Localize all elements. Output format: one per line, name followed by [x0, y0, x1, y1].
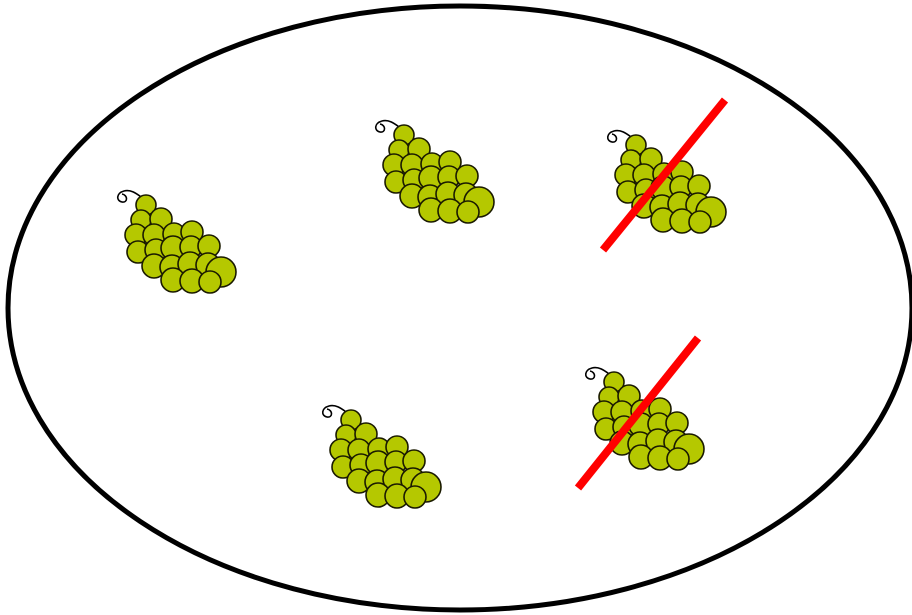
grape-icon — [689, 211, 711, 233]
grape-icon — [667, 448, 689, 470]
grape-bunch — [118, 191, 236, 293]
grape-icon — [199, 271, 221, 293]
grape-icon — [404, 486, 426, 508]
grape-icon — [457, 201, 479, 223]
grape-bunches — [118, 100, 726, 508]
grape-bunch — [376, 121, 494, 223]
set-ellipse — [8, 6, 912, 610]
grape-bunch — [323, 406, 441, 508]
